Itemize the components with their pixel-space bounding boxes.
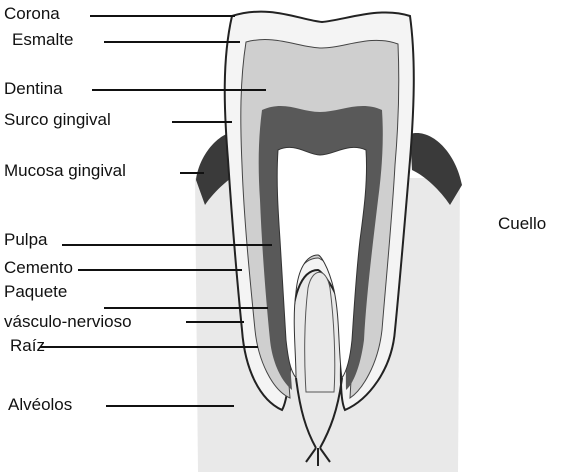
- label-raiz: Raíz: [10, 337, 45, 355]
- label-corona: Corona: [4, 5, 60, 23]
- label-cuello: Cuello: [498, 215, 546, 233]
- label-vasculo-nervioso: vásculo-nervioso: [4, 313, 132, 331]
- inter-root-bone: [305, 272, 335, 392]
- label-paquete: Paquete: [4, 283, 67, 301]
- label-esmalte: Esmalte: [12, 31, 73, 49]
- label-surco-gingival: Surco gingival: [4, 111, 111, 129]
- label-cemento: Cemento: [4, 259, 73, 277]
- label-pulpa: Pulpa: [4, 231, 47, 249]
- label-dentina: Dentina: [4, 80, 63, 98]
- label-mucosa-gingival: Mucosa gingival: [4, 162, 126, 180]
- label-alveolos: Alvéolos: [8, 396, 72, 414]
